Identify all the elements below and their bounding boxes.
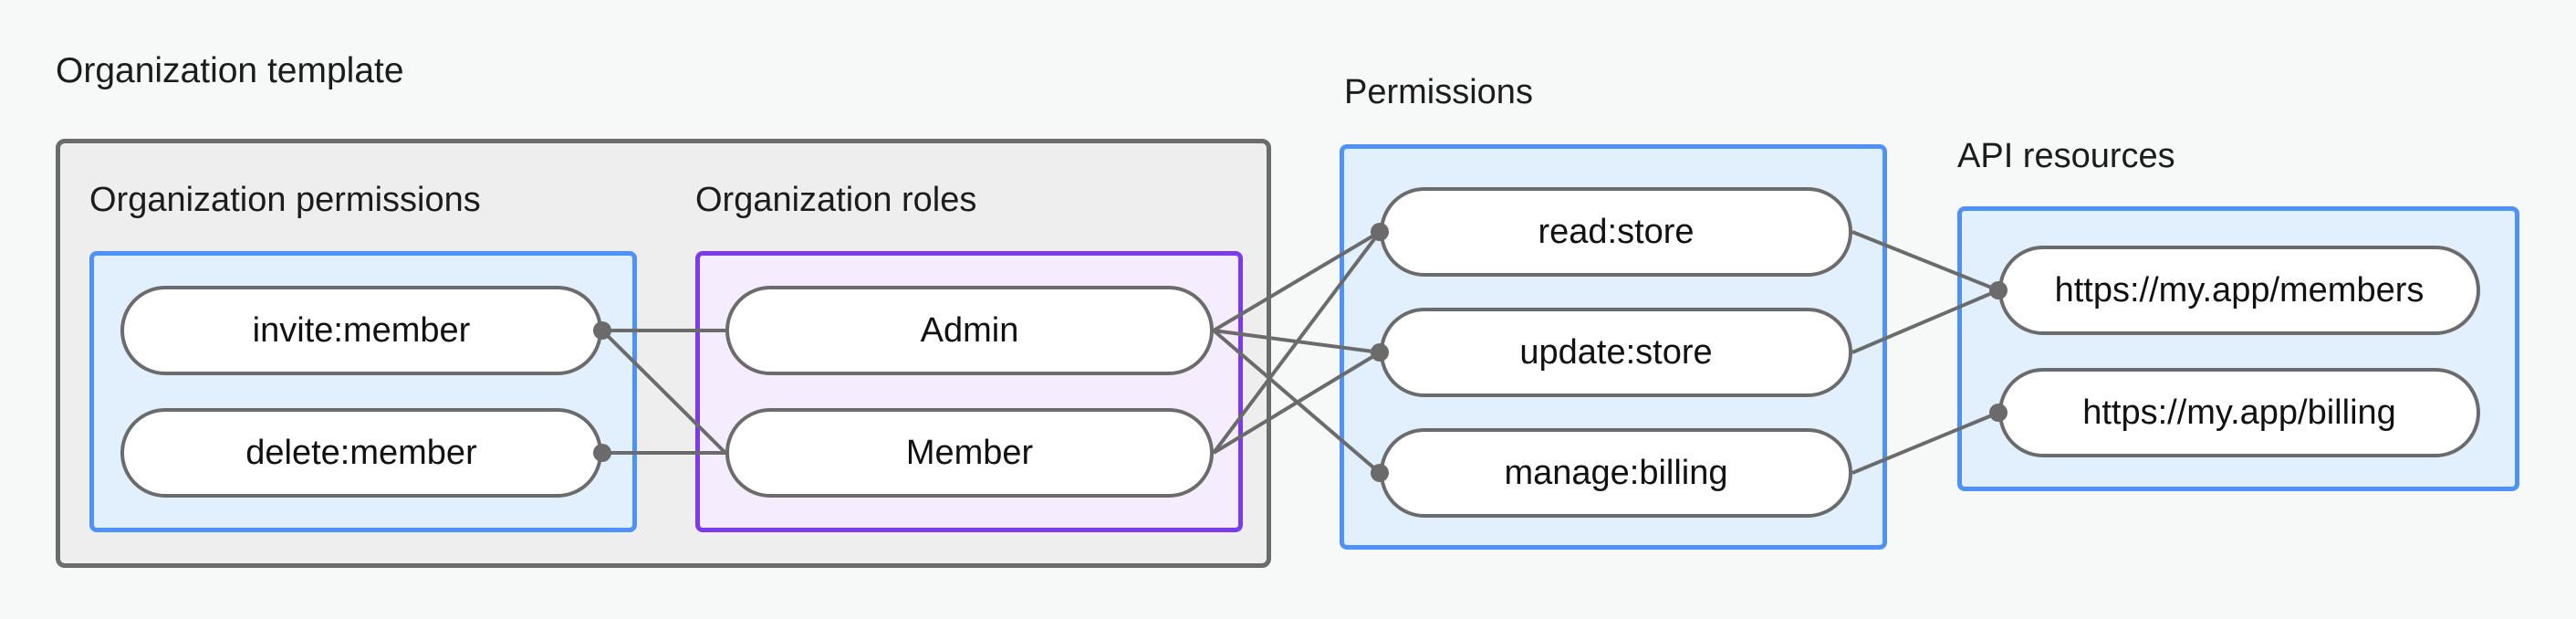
node-label: delete:member bbox=[245, 433, 477, 472]
node-label: read:store bbox=[1538, 212, 1695, 251]
port-invite-member-right bbox=[593, 321, 611, 340]
node-manage-billing[interactable]: manage:billing bbox=[1380, 428, 1852, 518]
port-manage-billing-left bbox=[1371, 464, 1389, 482]
node-label: https://my.app/members bbox=[2054, 270, 2425, 310]
group-title-organization-permissions: Organization permissions bbox=[89, 181, 481, 219]
group-title-organization-roles: Organization roles bbox=[695, 181, 977, 219]
node-label: manage:billing bbox=[1504, 453, 1728, 492]
node-invite-member[interactable]: invite:member bbox=[120, 286, 602, 375]
node-label: Admin bbox=[920, 310, 1019, 350]
node-members-url[interactable]: https://my.app/members bbox=[1998, 246, 2480, 335]
node-admin[interactable]: Admin bbox=[725, 286, 1214, 375]
node-label: https://my.app/billing bbox=[2082, 393, 2396, 432]
node-label: update:store bbox=[1519, 332, 1713, 372]
port-read-store-left bbox=[1371, 223, 1389, 241]
node-read-store[interactable]: read:store bbox=[1380, 187, 1852, 277]
port-billing-url-left bbox=[1989, 404, 2008, 422]
node-update-store[interactable]: update:store bbox=[1380, 308, 1852, 397]
node-delete-member[interactable]: delete:member bbox=[120, 408, 602, 498]
node-billing-url[interactable]: https://my.app/billing bbox=[1998, 368, 2480, 457]
port-update-store-left bbox=[1371, 343, 1389, 362]
port-members-url-left bbox=[1989, 281, 2008, 299]
group-title-api-resources: API resources bbox=[1957, 137, 2175, 175]
group-title-permissions: Permissions bbox=[1344, 73, 1533, 111]
port-delete-member-right bbox=[593, 444, 611, 462]
group-title-organization-template: Organization template bbox=[56, 51, 404, 90]
node-member[interactable]: Member bbox=[725, 408, 1214, 498]
node-label: invite:member bbox=[252, 310, 471, 350]
node-label: Member bbox=[905, 433, 1034, 472]
